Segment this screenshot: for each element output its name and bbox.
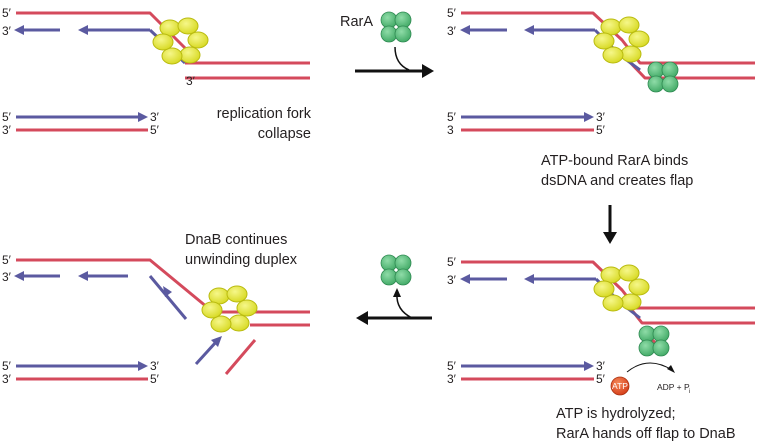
release-curve	[396, 293, 413, 319]
end-label: 3′	[596, 110, 606, 124]
hydrolysis-arrowhead	[667, 365, 675, 373]
adp-subscript: i	[689, 389, 690, 395]
caption-binds-line2: dsDNA and creates flap	[541, 173, 693, 189]
arrowhead	[14, 271, 24, 281]
caption-collapse-line1: replication fork	[217, 106, 312, 122]
arrowhead	[138, 112, 148, 122]
transition-down	[603, 205, 617, 244]
arrowhead	[211, 336, 222, 347]
duplex-bottom-strand	[623, 55, 755, 80]
arrowhead	[524, 25, 534, 35]
end-label: 3′	[447, 24, 457, 38]
panel-atp-hydrolysis: 5′ 3′ 5′ 3′ 3′ 5′ ATP ADP + P i ATP is h…	[447, 255, 755, 442]
end-label: 5′	[447, 255, 457, 269]
arrowhead	[14, 25, 24, 35]
end-label: 3	[447, 123, 454, 137]
end-label: 5′	[2, 110, 12, 124]
end-label: 5′	[2, 359, 12, 373]
end-label: 5′	[596, 372, 606, 386]
atp-molecule	[610, 376, 630, 396]
panel-dnab-continues: 5′ 3′ 5′ 3′ 3′ 5′ DnaB continues unwindi…	[2, 232, 310, 386]
arrowhead	[78, 25, 88, 35]
end-label: 3′	[447, 273, 457, 287]
end-label: 3′	[2, 24, 12, 38]
end-label: 5′	[447, 359, 457, 373]
new-strand	[194, 340, 218, 366]
end-label: 3′	[2, 270, 12, 284]
caption-binds-line1: ATP-bound RarA binds	[541, 153, 688, 169]
reaction-arrowhead	[356, 311, 368, 325]
parental-strand-top	[16, 258, 310, 314]
reaction-arrowhead	[422, 64, 434, 78]
arrowhead	[584, 361, 594, 371]
lagging-template-arm	[224, 339, 257, 375]
parental-strand-top	[461, 260, 755, 310]
release-arrowhead	[393, 288, 401, 297]
caption-hydro-line1: ATP is hydrolyzed;	[556, 406, 676, 422]
rara-label: RarA	[340, 14, 373, 30]
hydrolysis-curve	[626, 362, 673, 373]
reaction-arrowhead	[603, 232, 617, 244]
caption-hydro-line2: RarA hands off flap to DnaB	[556, 426, 736, 442]
atp-label: ATP	[612, 381, 628, 391]
leading-strand	[148, 275, 188, 320]
rara-tetramer	[380, 254, 412, 286]
end-label: 5′	[447, 110, 457, 124]
end-label: 3′	[150, 359, 160, 373]
parental-strand-top	[16, 11, 187, 50]
dnab-helicase	[152, 17, 209, 65]
end-label: 3′	[186, 74, 196, 88]
end-label: 5′	[150, 123, 160, 137]
adp-label: ADP + P	[657, 382, 690, 392]
arrowhead	[78, 271, 88, 281]
dnab-helicase	[201, 285, 258, 333]
panel-fork-collapse: 5′ 3′ 3′ 5′ 3′ 3′ 5′ replication fork co…	[2, 6, 312, 142]
end-label: 3′	[2, 123, 12, 137]
end-label: 3′	[596, 359, 606, 373]
arrowhead	[460, 25, 470, 35]
end-label: 5′	[447, 6, 457, 20]
arrowhead	[163, 286, 172, 297]
caption-collapse-line2: collapse	[258, 126, 311, 142]
end-label: 5′	[2, 253, 12, 267]
end-label: 5′	[2, 6, 12, 20]
transition-rara-binding: RarA	[340, 11, 434, 78]
caption-dnab-line2: unwinding duplex	[185, 252, 298, 268]
caption-dnab-line1: DnaB continues	[185, 232, 287, 248]
end-label: 3′	[2, 372, 12, 386]
parental-strand-top	[461, 11, 755, 65]
arrowhead	[460, 274, 470, 284]
end-label: 5′	[150, 372, 160, 386]
binding-curve	[394, 46, 410, 71]
end-label: 3′	[447, 372, 457, 386]
rara-tetramer	[380, 11, 412, 43]
arrowhead	[524, 274, 534, 284]
end-label: 5′	[596, 123, 606, 137]
arrowhead	[138, 361, 148, 371]
transition-rara-release	[356, 254, 432, 325]
arrowhead	[584, 112, 594, 122]
end-label: 3′	[150, 110, 160, 124]
panel-rara-bound: 5′ 3′ 5′ 3 3′ 5′ ATP-bound RarA binds ds…	[447, 6, 755, 189]
